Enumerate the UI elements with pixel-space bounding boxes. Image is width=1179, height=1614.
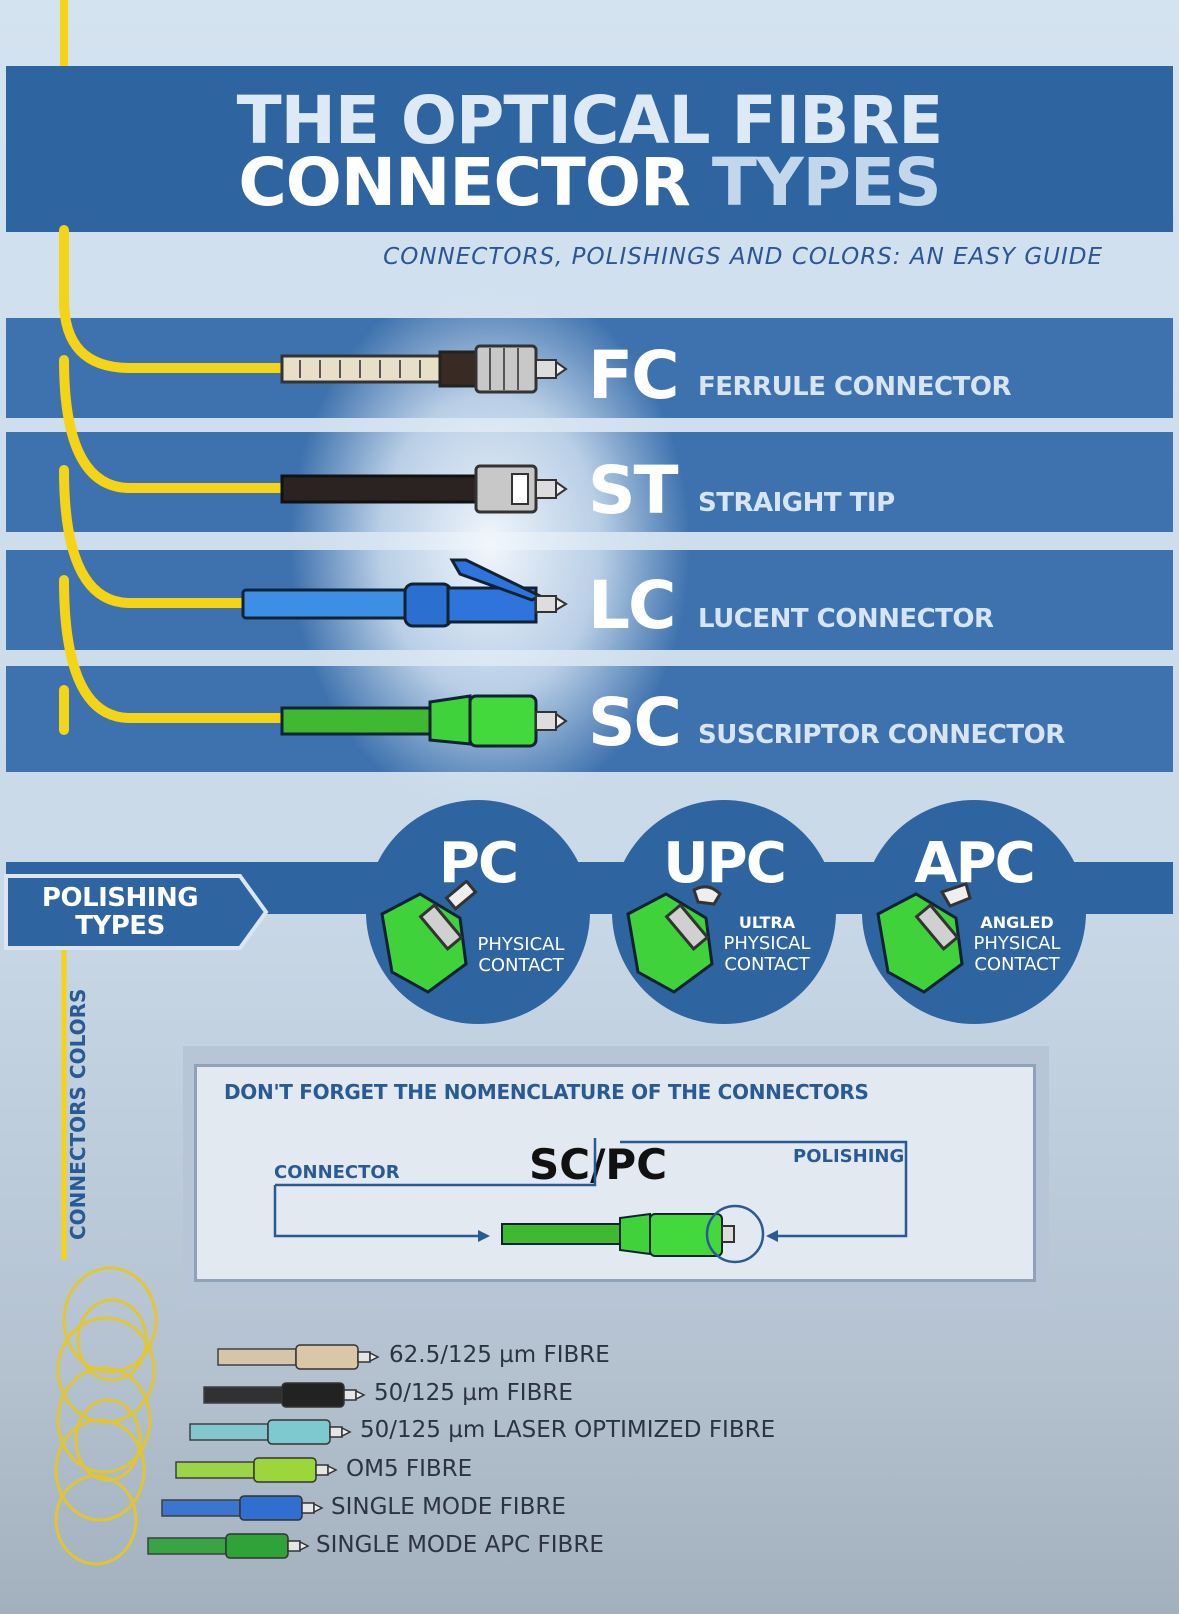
- fc-connector-icon: [280, 344, 568, 394]
- title-word-types: TYPES: [711, 144, 942, 221]
- polish-desc-pc-line2: PHYSICAL: [477, 934, 565, 955]
- fibre-color-label: 50/125 µm LASER OPTIMIZED FIBRE: [360, 1417, 776, 1443]
- polish-desc-apc: ANGLED PHYSICAL CONTACT: [962, 912, 1072, 975]
- polish-desc-upc: ULTRA PHYSICAL CONTACT: [712, 912, 822, 975]
- nomenclature-polishing-label: POLISHING: [793, 1146, 905, 1167]
- ferrule-tip-icon: [380, 880, 478, 994]
- connector-name-lc: LUCENT CONNECTOR: [698, 604, 994, 634]
- connector-code-lc: LC: [588, 567, 676, 644]
- fibre-lines: [59, 225, 290, 735]
- color-connector-icon: [147, 1533, 310, 1559]
- lc-connector-icon: [241, 558, 568, 628]
- polish-desc-pc-line3: CONTACT: [478, 955, 564, 976]
- polish-desc-upc-line3: CONTACT: [724, 954, 810, 975]
- ferrule-tip-icon: [626, 885, 722, 994]
- sc-connector-small-icon: [501, 1212, 735, 1257]
- nomenclature-title: DON'T FORGET THE NOMENCLATURE OF THE CON…: [224, 1080, 869, 1104]
- connector-name-sc: SUSCRIPTOR CONNECTOR: [698, 720, 1065, 750]
- nomenclature-connector-label: CONNECTOR: [274, 1162, 400, 1183]
- color-connector-icon: [217, 1344, 380, 1370]
- polish-circle-apc: APC ANGLED PHYSICAL CONTACT: [862, 800, 1086, 1024]
- polishing-label-line1: POLISHING: [41, 883, 199, 913]
- connector-code-st: ST: [588, 452, 679, 529]
- fibre-color-label: 62.5/125 µm FIBRE: [389, 1342, 610, 1368]
- fibre-color-label: OM5 FIBRE: [346, 1456, 473, 1482]
- fibre-color-label: 50/125 µm FIBRE: [374, 1380, 573, 1406]
- ferrule-tip-icon: [876, 882, 972, 994]
- header-band: [6, 66, 1173, 232]
- st-connector-icon: [280, 464, 568, 514]
- arrow-left-icon: [766, 1230, 778, 1242]
- title-word-connector: CONNECTOR: [238, 144, 690, 221]
- polish-code-upc: UPC: [663, 831, 787, 896]
- sc-connector-icon: [280, 694, 568, 748]
- connector-name-st: STRAIGHT TIP: [698, 488, 895, 518]
- polishing-label-line2: TYPES: [75, 911, 165, 941]
- polish-desc-upc-line1: ULTRA: [738, 913, 796, 932]
- polishing-types-label: POLISHING TYPES: [30, 884, 210, 940]
- color-connector-icon: [189, 1419, 352, 1445]
- polish-circle-upc: UPC ULTRA PHYSICAL CONTACT: [612, 800, 836, 1024]
- polish-desc-apc-line1: ANGLED: [980, 913, 1054, 932]
- connector-code-fc: FC: [588, 337, 680, 414]
- nomenclature-box: [194, 1064, 1036, 1282]
- polish-code-apc: APC: [914, 831, 1035, 896]
- polish-desc-apc-line2: PHYSICAL: [973, 933, 1061, 954]
- fibre-color-label: SINGLE MODE FIBRE: [331, 1494, 566, 1520]
- arrow-right-icon: [478, 1230, 490, 1242]
- color-connector-icon: [161, 1495, 324, 1521]
- page-subtitle: CONNECTORS, POLISHINGS AND COLORS: AN EA…: [383, 244, 1103, 270]
- nomenclature-example: SC/PC: [529, 1140, 668, 1189]
- page-title-line2: CONNECTOR TYPES: [0, 150, 1179, 216]
- connector-name-fc: FERRULE CONNECTOR: [698, 372, 1011, 402]
- polish-circle-pc: PC PHYSICAL CONTACT: [366, 800, 590, 1024]
- color-connector-icon: [175, 1457, 338, 1483]
- color-connector-icon: [203, 1382, 366, 1408]
- polish-desc-upc-line2: PHYSICAL: [723, 933, 811, 954]
- page-title-line1: THE OPTICAL FIBRE: [236, 82, 944, 159]
- fibre-color-label: SINGLE MODE APC FIBRE: [316, 1532, 604, 1558]
- polish-code-pc: PC: [438, 831, 519, 896]
- polish-desc-pc: PHYSICAL CONTACT: [466, 934, 576, 976]
- polish-desc-apc-line3: CONTACT: [974, 954, 1060, 975]
- connector-code-sc: SC: [588, 684, 682, 761]
- polishing-highlight-circle: [705, 1204, 765, 1264]
